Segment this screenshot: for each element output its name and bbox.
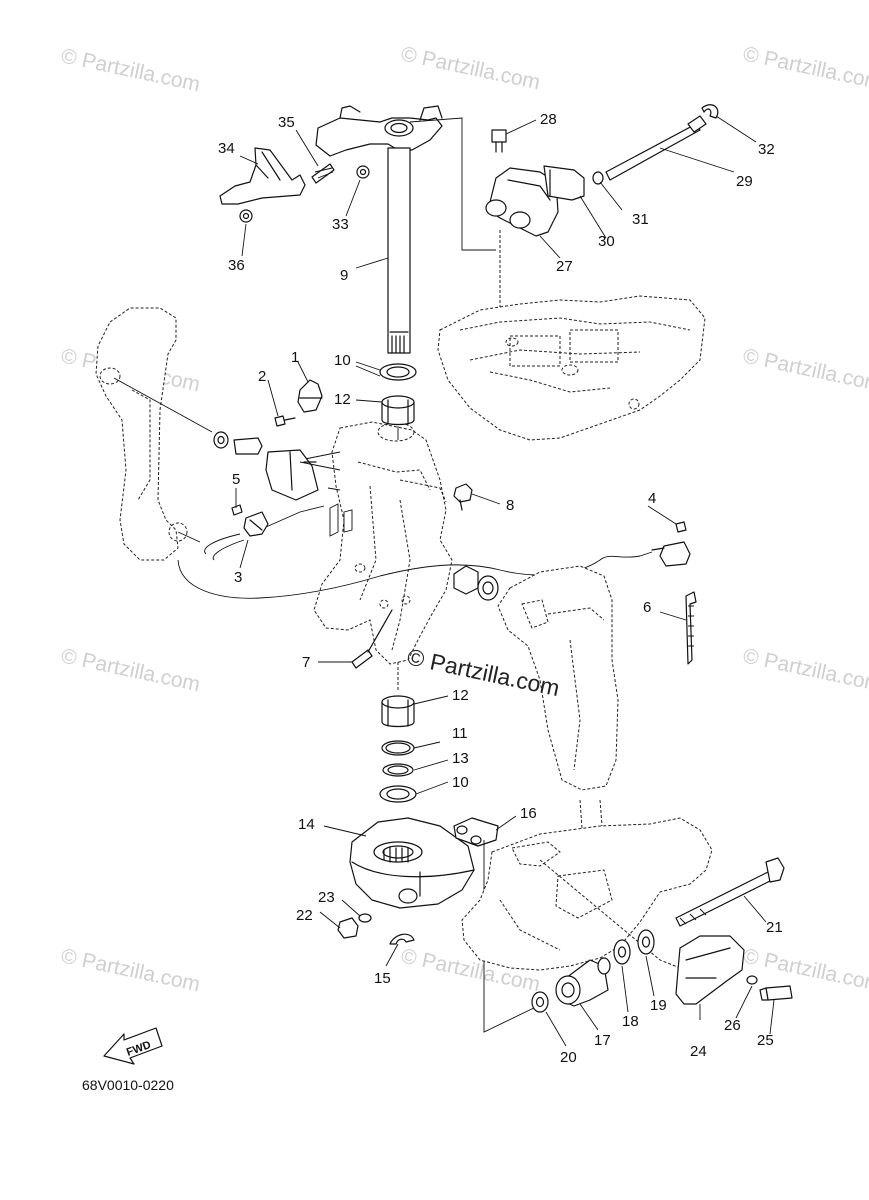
callout-17: 17 bbox=[594, 1032, 611, 1049]
callout-18: 18 bbox=[622, 1013, 639, 1030]
leader-lines bbox=[235, 115, 775, 1047]
clamp-bracket bbox=[95, 307, 188, 561]
callout-2: 2 bbox=[258, 368, 266, 385]
callout-8: 8 bbox=[506, 497, 514, 514]
callout-12-upper: 12 bbox=[334, 391, 351, 408]
callout-30: 30 bbox=[598, 233, 615, 250]
bushing-stack bbox=[379, 363, 417, 803]
exhaust-guide-lower bbox=[461, 799, 713, 981]
upper-casing bbox=[497, 565, 619, 791]
watermark: © Partzilla.com bbox=[59, 644, 202, 696]
watermark: © Partzilla.com bbox=[741, 344, 869, 396]
diagram-code: 68V0010-0220 bbox=[82, 1077, 174, 1093]
callout-19: 19 bbox=[650, 997, 667, 1014]
watermark: © Partzilla.com bbox=[741, 944, 869, 996]
callout-35: 35 bbox=[278, 114, 295, 131]
callout-25: 25 bbox=[757, 1032, 774, 1049]
mount-bolts-right bbox=[329, 483, 499, 601]
callout-4: 4 bbox=[648, 490, 656, 507]
callout-3: 3 bbox=[234, 569, 242, 586]
ground-clip-assembly bbox=[113, 377, 641, 599]
watermark: © Partzilla.com bbox=[59, 44, 202, 96]
callout-34: 34 bbox=[218, 140, 235, 157]
callout-32: 32 bbox=[758, 141, 775, 158]
callout-12-lower: 12 bbox=[452, 687, 469, 704]
callout-11: 11 bbox=[452, 725, 468, 742]
tilt-bracket-assembly bbox=[485, 104, 719, 330]
callout-27: 27 bbox=[556, 258, 573, 275]
steering-shaft bbox=[315, 105, 496, 354]
callout-22: 22 bbox=[296, 907, 313, 924]
watermark: © Partzilla.com bbox=[741, 42, 869, 94]
callout-14: 14 bbox=[298, 816, 315, 833]
callout-26: 26 bbox=[724, 1017, 741, 1034]
swivel-bracket bbox=[299, 421, 453, 665]
callout-20: 20 bbox=[560, 1049, 577, 1066]
callout-6: 6 bbox=[643, 599, 651, 616]
callout-16: 16 bbox=[520, 805, 537, 822]
lower-rubber-mount bbox=[531, 929, 655, 1013]
callout-28: 28 bbox=[540, 111, 557, 128]
callout-29: 29 bbox=[736, 173, 753, 190]
callout-10-upper: 10 bbox=[334, 352, 351, 369]
through-bolt-21 bbox=[675, 857, 785, 927]
callout-33: 33 bbox=[332, 216, 349, 233]
callout-9: 9 bbox=[340, 267, 348, 284]
callout-10-lower: 10 bbox=[452, 774, 469, 791]
callout-13: 13 bbox=[452, 750, 469, 767]
fwd-arrow: FWD bbox=[103, 1027, 163, 1065]
callout-7: 7 bbox=[302, 654, 310, 671]
watermark: © Partzilla.com bbox=[741, 644, 869, 696]
watermark: © Partzilla.com bbox=[399, 42, 542, 94]
callout-15: 15 bbox=[374, 970, 391, 987]
callout-21: 21 bbox=[766, 919, 783, 936]
mount-cover bbox=[675, 935, 793, 1005]
steering-bracket bbox=[219, 147, 335, 223]
callout-5: 5 bbox=[232, 471, 240, 488]
callout-36: 36 bbox=[228, 257, 245, 274]
callout-23: 23 bbox=[318, 889, 335, 906]
callout-31: 31 bbox=[632, 211, 649, 228]
watermark: © Partzilla.com bbox=[59, 944, 202, 996]
callout-1: 1 bbox=[291, 349, 299, 366]
callout-24: 24 bbox=[690, 1043, 707, 1060]
bolt-7 bbox=[351, 609, 393, 669]
wire-lead bbox=[639, 521, 697, 665]
lower-mount-housing bbox=[337, 817, 539, 1033]
upper-mount-housing bbox=[437, 295, 706, 441]
callouts: 1 2 3 4 5 6 7 8 9 10 12 12 11 13 10 14 1… bbox=[218, 111, 783, 1066]
